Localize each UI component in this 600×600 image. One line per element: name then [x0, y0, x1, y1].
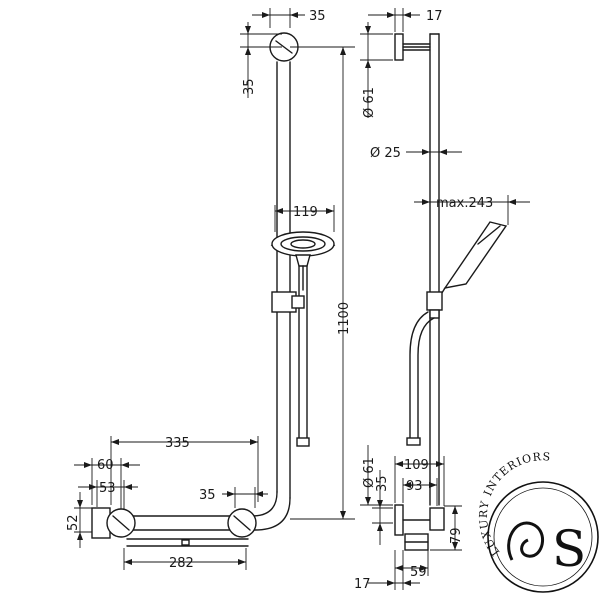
- dim-bar-end-height: 52: [66, 514, 81, 531]
- logo-swirl: [507, 521, 544, 561]
- brand-logo: LUXURY INTERIORS S: [477, 450, 599, 593]
- logo-monogram: S: [552, 520, 586, 578]
- dim-bar-lower-length: 282: [169, 556, 194, 571]
- side-dimensions: 17 Ø 61 Ø 25 max.243 Ø 61: [354, 8, 530, 592]
- dim-bottom-depth-outer: 109: [404, 458, 429, 473]
- side-top-bracket: [394, 33, 404, 61]
- side-shower-head: [439, 221, 508, 297]
- dim-top-depth: 17: [426, 9, 443, 24]
- slide-rail: [276, 61, 291, 499]
- shower-head: [270, 231, 336, 447]
- dim-top-bracket-width: 35: [309, 9, 326, 24]
- dim-bar-end-bracket: 53: [99, 481, 116, 496]
- side-bottom-bracket: [394, 504, 404, 536]
- dim-bottom-bracket-diameter: Ø 61: [362, 457, 377, 488]
- dim-shower-head-diameter: 119: [293, 205, 318, 220]
- dim-bottom-bracket-height: 35: [375, 475, 390, 492]
- dim-bar-end-offset: 60: [97, 458, 114, 473]
- dim-max-head-reach: max.243: [436, 196, 493, 211]
- front-view: 35 35 1100 119: [66, 8, 355, 571]
- dim-top-bracket-height: 35: [242, 78, 257, 95]
- dim-bar-bracket-width: 35: [199, 488, 216, 503]
- rail-slider: [271, 291, 305, 313]
- side-view: 17 Ø 61 Ø 25 max.243 Ø 61: [354, 8, 530, 592]
- front-dimensions: 35 35 1100 119: [66, 8, 355, 571]
- dim-rail-height: 1100: [337, 302, 352, 335]
- grab-bar: [91, 491, 291, 547]
- dim-rail-diameter: Ø 25: [370, 146, 401, 161]
- dim-bottom-base: 59: [410, 565, 427, 580]
- dim-top-bracket-diameter: Ø 61: [362, 87, 377, 118]
- dim-bottom-depth-inner: 93: [406, 479, 423, 494]
- dim-bottom-mount-height: 79: [449, 527, 464, 544]
- dim-bottom-offset: 17: [354, 577, 371, 592]
- dim-bar-length: 335: [165, 436, 190, 451]
